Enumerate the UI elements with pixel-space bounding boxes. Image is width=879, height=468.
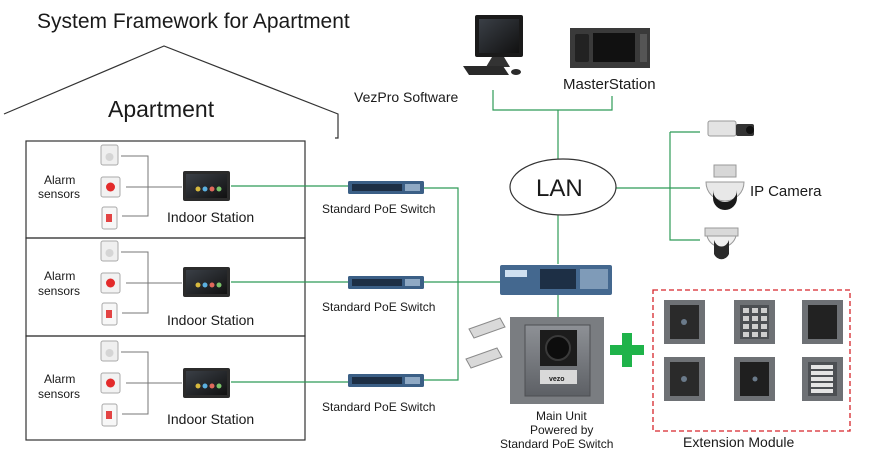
indoor-station-device-icon (183, 171, 230, 201)
alarm-label-3b: sensors (38, 387, 80, 401)
ptz-dome-camera-icon (705, 164, 745, 210)
panel-brand-text: vezo (549, 376, 565, 383)
keypad-module-icon (734, 300, 775, 344)
network-links (231, 90, 700, 383)
nfc-module-icon (664, 357, 705, 401)
bullet-camera-icon (707, 120, 754, 137)
emergency-button-icon (100, 372, 121, 394)
extension-module-frame (652, 289, 851, 432)
plus-icon (610, 333, 644, 367)
sensor-wiring-1 (121, 155, 182, 217)
vezpro-software-label: VezPro Software (354, 89, 458, 105)
computer-monitor-icon (463, 15, 523, 75)
sensor-wiring-3 (121, 351, 182, 415)
main-unit-label-line2: Powered by (530, 423, 593, 437)
main-unit-label-line1: Main Unit (536, 409, 587, 423)
alarm-label-1b: sensors (38, 187, 80, 201)
link-camera-branch (669, 131, 700, 241)
alarm-label-2b: sensors (38, 284, 80, 298)
link-software-master (492, 90, 613, 111)
diagram-title: System Framework for Apartment (37, 10, 350, 33)
door-sensor-icon (101, 206, 118, 230)
alarm-label-2a: Alarm (44, 269, 75, 283)
door-sensor-icon (101, 302, 118, 326)
door-sensor-icon (101, 403, 118, 427)
poe-switch-icon (348, 276, 424, 289)
electric-lock-icon (465, 347, 503, 369)
card-reader-module-icon (664, 300, 705, 344)
pir-sensor-icon (100, 144, 119, 166)
link-switch-bus (424, 187, 459, 381)
indoor-station-device-icon (183, 368, 230, 398)
central-poe-switch-icon (500, 265, 612, 295)
poe-switch-icon (348, 374, 424, 387)
indoor-station-label: Indoor Station (167, 411, 254, 427)
main-unit-label-line3: Standard PoE Switch (500, 437, 613, 451)
dome-camera-icon (704, 227, 739, 260)
master-station-label: MasterStation (563, 76, 656, 93)
blank-module-icon (802, 300, 843, 344)
poe-switch-label: Standard PoE Switch (322, 400, 435, 414)
emergency-button-icon (100, 176, 121, 198)
floor-3-box (25, 335, 306, 441)
display-module-icon (734, 357, 775, 401)
alarm-label-3a: Alarm (44, 372, 75, 386)
alarm-label-1a: Alarm (44, 173, 75, 187)
floor-1-group: Alarm sensors Indoor Station (38, 144, 254, 230)
lan-label: LAN (536, 175, 583, 202)
electric-lock-icon (468, 317, 506, 339)
indoor-station-label: Indoor Station (167, 209, 254, 225)
floor-2-group: Alarm sensors Indoor Station (38, 240, 254, 328)
lan-cloud (509, 158, 617, 216)
button-module-icon (802, 357, 843, 401)
apartment-label: Apartment (108, 96, 215, 122)
indoor-station-label: Indoor Station (167, 312, 254, 328)
poe-switch-label: Standard PoE Switch (322, 202, 435, 216)
master-station-icon (570, 28, 650, 68)
house-roof (3, 45, 339, 139)
floor-3-group: Alarm sensors Indoor Station (38, 340, 254, 427)
pir-sensor-icon (100, 340, 119, 362)
extension-module-label: Extension Module (683, 434, 795, 450)
main-unit-door-station-icon (510, 317, 604, 404)
emergency-button-icon (100, 272, 121, 294)
poe-switch-label: Standard PoE Switch (322, 300, 435, 314)
poe-switch-icon (348, 181, 424, 194)
pir-sensor-icon (100, 240, 119, 262)
ip-camera-label: IP Camera (750, 183, 822, 200)
indoor-station-device-icon (183, 267, 230, 297)
sensor-wiring-2 (121, 251, 182, 314)
